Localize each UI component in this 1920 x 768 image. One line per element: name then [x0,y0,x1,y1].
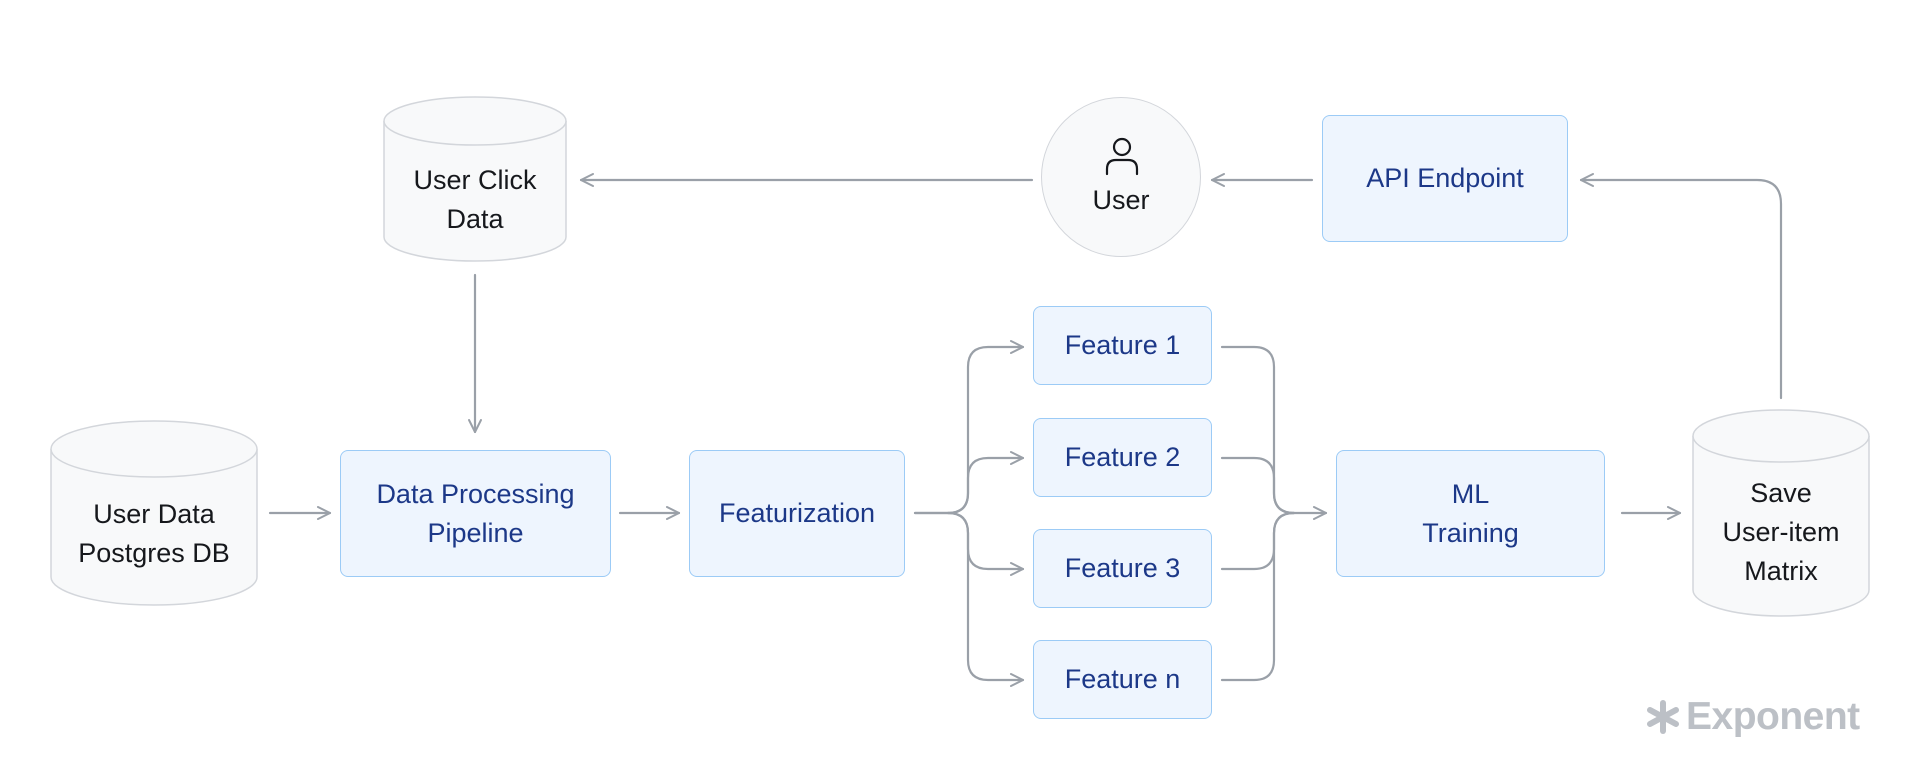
node-ml-training[interactable]: ML Training [1336,450,1605,577]
node-feature-1[interactable]: Feature 1 [1033,306,1212,385]
database-icon [50,420,258,606]
database-icon [1692,409,1870,617]
node-label: Save User-item Matrix [1722,477,1840,586]
database-icon [383,96,567,262]
node-label: User [1092,185,1150,215]
edge-featurization-to-feature-3 [946,511,1025,576]
node-feature-3[interactable]: Feature 3 [1033,529,1212,608]
edge-featurization-to-feature-2 [913,451,1025,515]
node-data-processing-pipeline[interactable]: Data Processing Pipeline [340,450,611,577]
star-icon [1647,700,1679,734]
node-user-data-postgres-db[interactable]: User Data Postgres DB [50,420,258,606]
edge-save-matrix-to-api-endpoint [1579,173,1783,400]
node-label: User Data Postgres DB [78,499,230,568]
node-user-click-data[interactable]: User Click Data [383,96,567,262]
brand-name: Exponent [1686,695,1860,738]
node-label: User Click Data [413,165,537,234]
edge-featurization-to-feature-n [946,511,1025,687]
edge-feature-3-to-ml-training [1220,511,1296,571]
node-save-user-item-matrix[interactable]: Save User-item Matrix [1692,409,1870,617]
node-feature-n[interactable]: Feature n [1033,640,1212,719]
brand-logo: Exponent [1646,692,1886,742]
node-featurization[interactable]: Featurization [689,450,905,577]
edge-feature-n-to-ml-training [1220,511,1296,682]
node-feature-2[interactable]: Feature 2 [1033,418,1212,497]
person-icon [1105,137,1139,176]
edge-feature-2-to-ml-training [1220,456,1296,515]
node-api-endpoint[interactable]: API Endpoint [1322,115,1568,242]
node-user[interactable]: User [1041,97,1201,257]
